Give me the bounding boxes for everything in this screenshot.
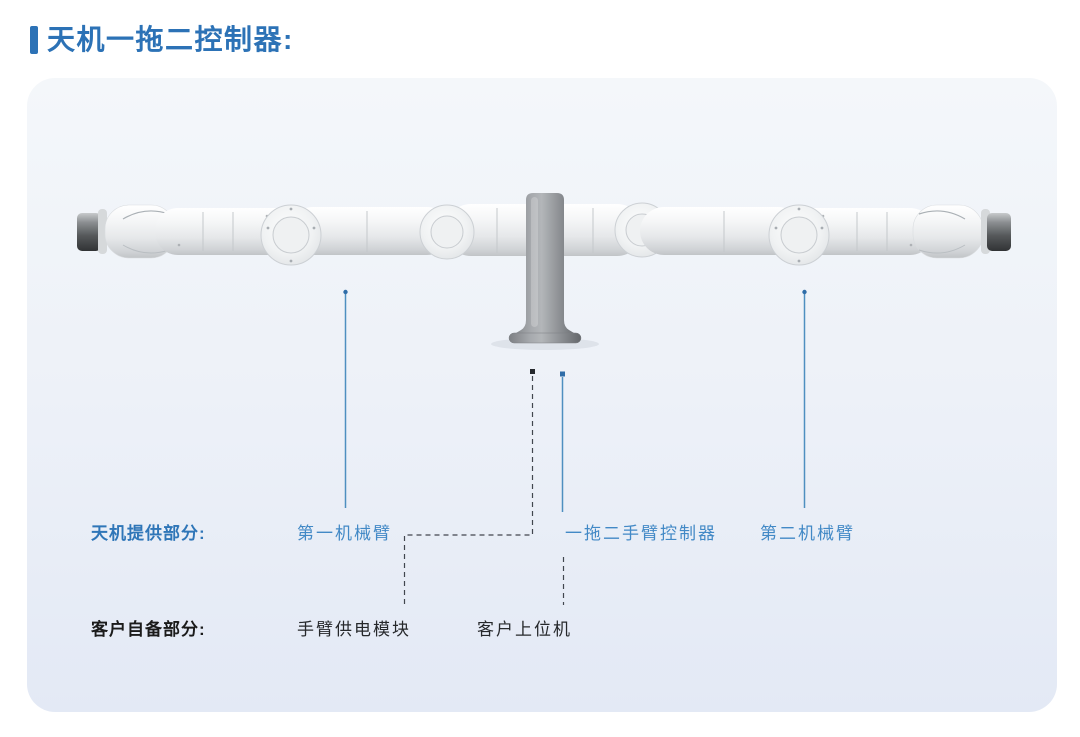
title-accent-bar-icon bbox=[30, 26, 38, 54]
dashed-connectors bbox=[403, 376, 565, 605]
dashed-connector-power-module bbox=[403, 376, 534, 605]
customer-row-title: 客户自备部分: bbox=[91, 620, 206, 639]
pedestal-column bbox=[508, 193, 582, 344]
right-robot-arm bbox=[640, 204, 1011, 266]
pedestal-pointer-dot bbox=[530, 369, 535, 374]
provided-row-title: 天机提供部分: bbox=[91, 524, 206, 543]
diagram-panel: 天机提供部分: 第一机械臂 一拖二手臂控制器 第二机械臂 客户自备部分: 手臂供… bbox=[27, 78, 1057, 712]
callout-dot-arm2 bbox=[802, 289, 807, 295]
page-title: 天机一拖二控制器: bbox=[30, 24, 294, 56]
callout-dot-controller bbox=[560, 371, 565, 377]
label-power-module: 手臂供电模块 bbox=[297, 620, 411, 639]
callout-lines bbox=[344, 294, 806, 512]
callout-dot-arm1 bbox=[343, 289, 348, 295]
label-arm1: 第一机械臂 bbox=[297, 524, 392, 543]
label-host-computer: 客户上位机 bbox=[477, 620, 572, 639]
robot-illustration bbox=[77, 193, 1011, 605]
left-robot-arm bbox=[77, 204, 451, 266]
label-controller: 一拖二手臂控制器 bbox=[565, 524, 717, 543]
page-title-text: 天机一拖二控制器: bbox=[47, 24, 294, 55]
label-arm2: 第二机械臂 bbox=[760, 524, 855, 543]
